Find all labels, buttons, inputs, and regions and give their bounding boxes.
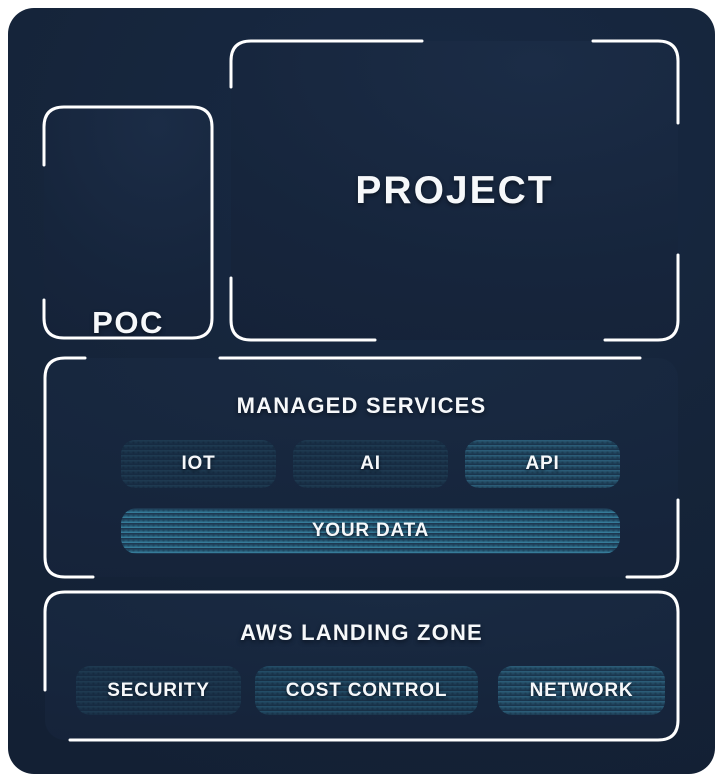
chip-cost-control: COST CONTROL bbox=[255, 666, 478, 715]
chip-your-data: YOUR DATA bbox=[121, 508, 620, 554]
poc-label: POC bbox=[92, 305, 164, 340]
managed-services-section: MANAGED SERVICES IOT AI API YOUR DATA bbox=[45, 358, 678, 577]
aws-landing-zone-title: AWS LANDING ZONE bbox=[240, 620, 483, 645]
chip-network: NETWORK bbox=[498, 666, 665, 715]
chip-api: API bbox=[465, 440, 620, 488]
project-label: PROJECT bbox=[355, 169, 554, 212]
chip-ai: AI bbox=[293, 440, 448, 488]
managed-services-title: MANAGED SERVICES bbox=[236, 393, 487, 418]
poc-box: POC bbox=[44, 107, 212, 340]
chip-security: SECURITY bbox=[76, 666, 241, 715]
diagram-canvas: POC PROJECT MANAGED SERVICES IOT AI API … bbox=[8, 8, 715, 774]
chip-iot: IOT bbox=[121, 440, 276, 488]
aws-landing-zone-section: AWS LANDING ZONE SECURITY COST CONTROL N… bbox=[45, 592, 678, 740]
project-box: PROJECT bbox=[231, 41, 678, 340]
